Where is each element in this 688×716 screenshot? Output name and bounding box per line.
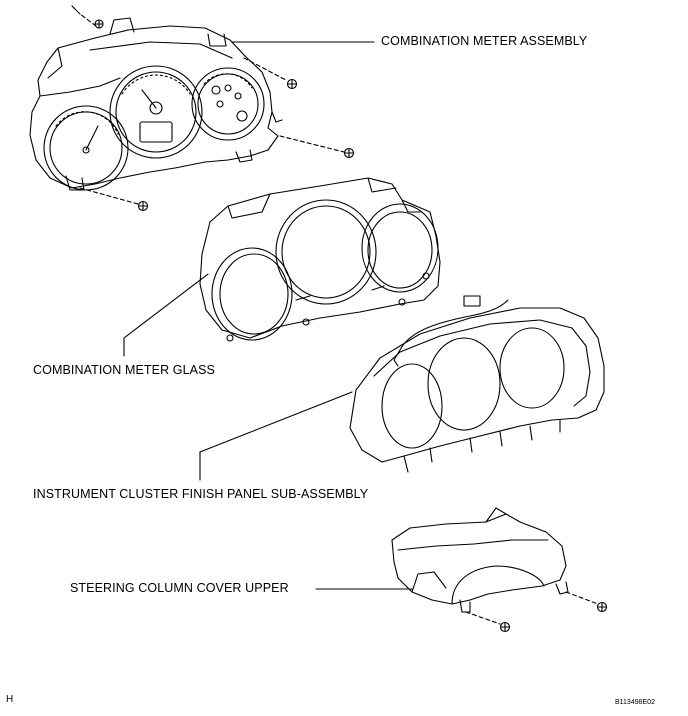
- figure-id: B113498E02: [615, 699, 655, 706]
- screw-right-lower: [280, 136, 354, 158]
- screw-bottom-left: [80, 188, 148, 211]
- leader-instrument-cluster-finish-panel: [200, 392, 352, 480]
- corner-code: H: [6, 694, 14, 705]
- instrument-cluster-finish-panel: [350, 296, 604, 472]
- screw-cover-right: [566, 592, 607, 612]
- screw-right-upper: [244, 58, 297, 89]
- label-steering-column-cover-upper: STEERING COLUMN COVER UPPER: [70, 581, 289, 595]
- leader-combination-meter-glass: [124, 274, 208, 356]
- combination-meter-glass: [200, 178, 440, 341]
- screw-top-left: [72, 6, 103, 28]
- combination-meter-assembly: [30, 18, 282, 190]
- left-gauge: [44, 106, 128, 190]
- screw-cover-left: [466, 612, 510, 632]
- right-gauge: [192, 68, 264, 140]
- label-combination-meter-glass: COMBINATION METER GLASS: [33, 363, 215, 377]
- steering-column-cover-upper: [392, 508, 568, 612]
- center-gauge: [110, 66, 202, 158]
- label-instrument-cluster-finish-panel: INSTRUMENT CLUSTER FINISH PANEL SUB-ASSE…: [33, 487, 369, 501]
- label-combination-meter-assembly: COMBINATION METER ASSEMBLY: [381, 34, 588, 48]
